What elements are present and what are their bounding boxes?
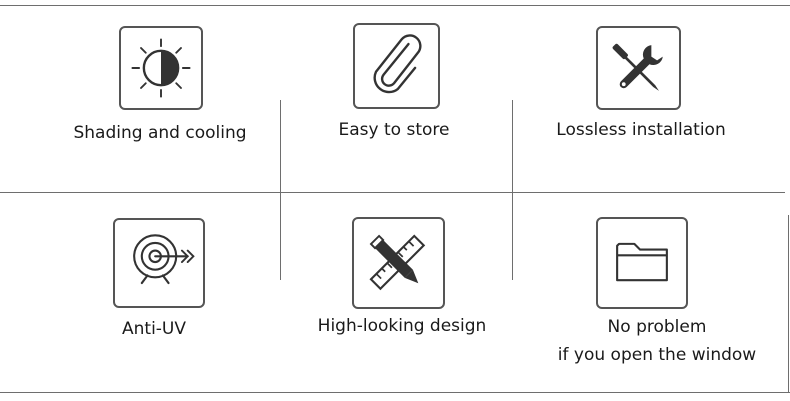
feature-window-label-line2: if you open the window	[557, 345, 757, 365]
middle-divider	[0, 192, 785, 193]
feature-installation-label: Lossless installation	[556, 120, 726, 140]
feature-shading-icon-box	[119, 26, 203, 110]
target-icon	[133, 234, 195, 285]
feature-design-icon-box	[352, 217, 445, 309]
feature-window-label-line1: No problem	[607, 317, 707, 337]
bottom-divider	[0, 392, 790, 393]
column-divider-left	[280, 100, 281, 280]
feature-antiuv-icon-box	[113, 218, 205, 308]
feature-window-label: No problem if you open the window	[558, 313, 756, 369]
right-edge-divider	[788, 215, 789, 393]
tools-icon	[612, 43, 663, 91]
feature-window-icon-box	[596, 217, 688, 309]
feature-installation-icon-box	[596, 26, 681, 110]
folder-icon	[616, 242, 668, 282]
feature-antiuv-label: Anti-UV	[122, 319, 186, 339]
paperclip-icon	[373, 34, 422, 94]
feature-shading-label: Shading and cooling	[73, 123, 247, 143]
column-divider-right	[512, 100, 513, 280]
feature-design-label: High-looking design	[317, 316, 487, 336]
top-divider	[0, 5, 790, 6]
pencil-ruler-icon	[369, 234, 426, 291]
sun-half-icon	[131, 38, 191, 98]
feature-store-label: Easy to store	[338, 120, 450, 140]
feature-store-icon-box	[353, 23, 440, 109]
